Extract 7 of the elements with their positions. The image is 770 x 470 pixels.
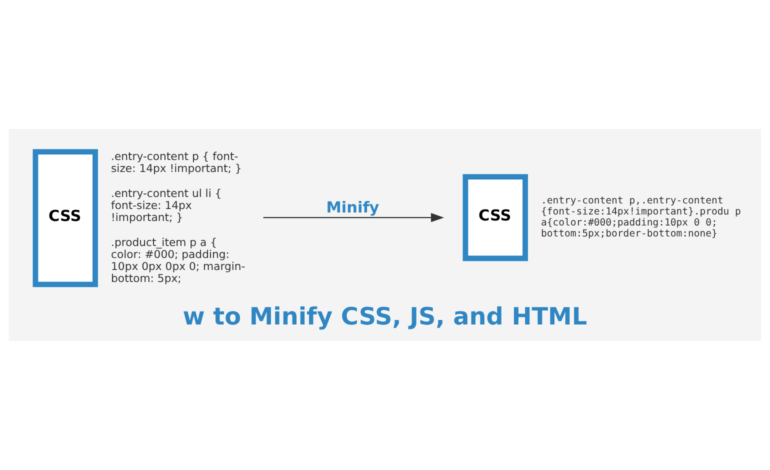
node-label: .entry-content p,.entry-content {font-size:14px!important}.produ p a{color:#000;padding:10px 0 0; bottom:5px;border-bottom:none} — [541, 196, 741, 240]
node-label: .product_item p a { color: #000; padding: 10px 0px 0px 0; margin-bottom: 5px; — [111, 236, 246, 285]
arrow — [263, 213, 444, 222]
node-label: .entry-content ul li { font-size: 14px !important; } — [111, 186, 222, 224]
edge-label: Minify — [326, 198, 380, 216]
node-label: .entry-content p { font-size: 14px !important; } — [111, 150, 242, 175]
diagram-title: w to Minify CSS, JS, and HTML — [182, 302, 588, 330]
